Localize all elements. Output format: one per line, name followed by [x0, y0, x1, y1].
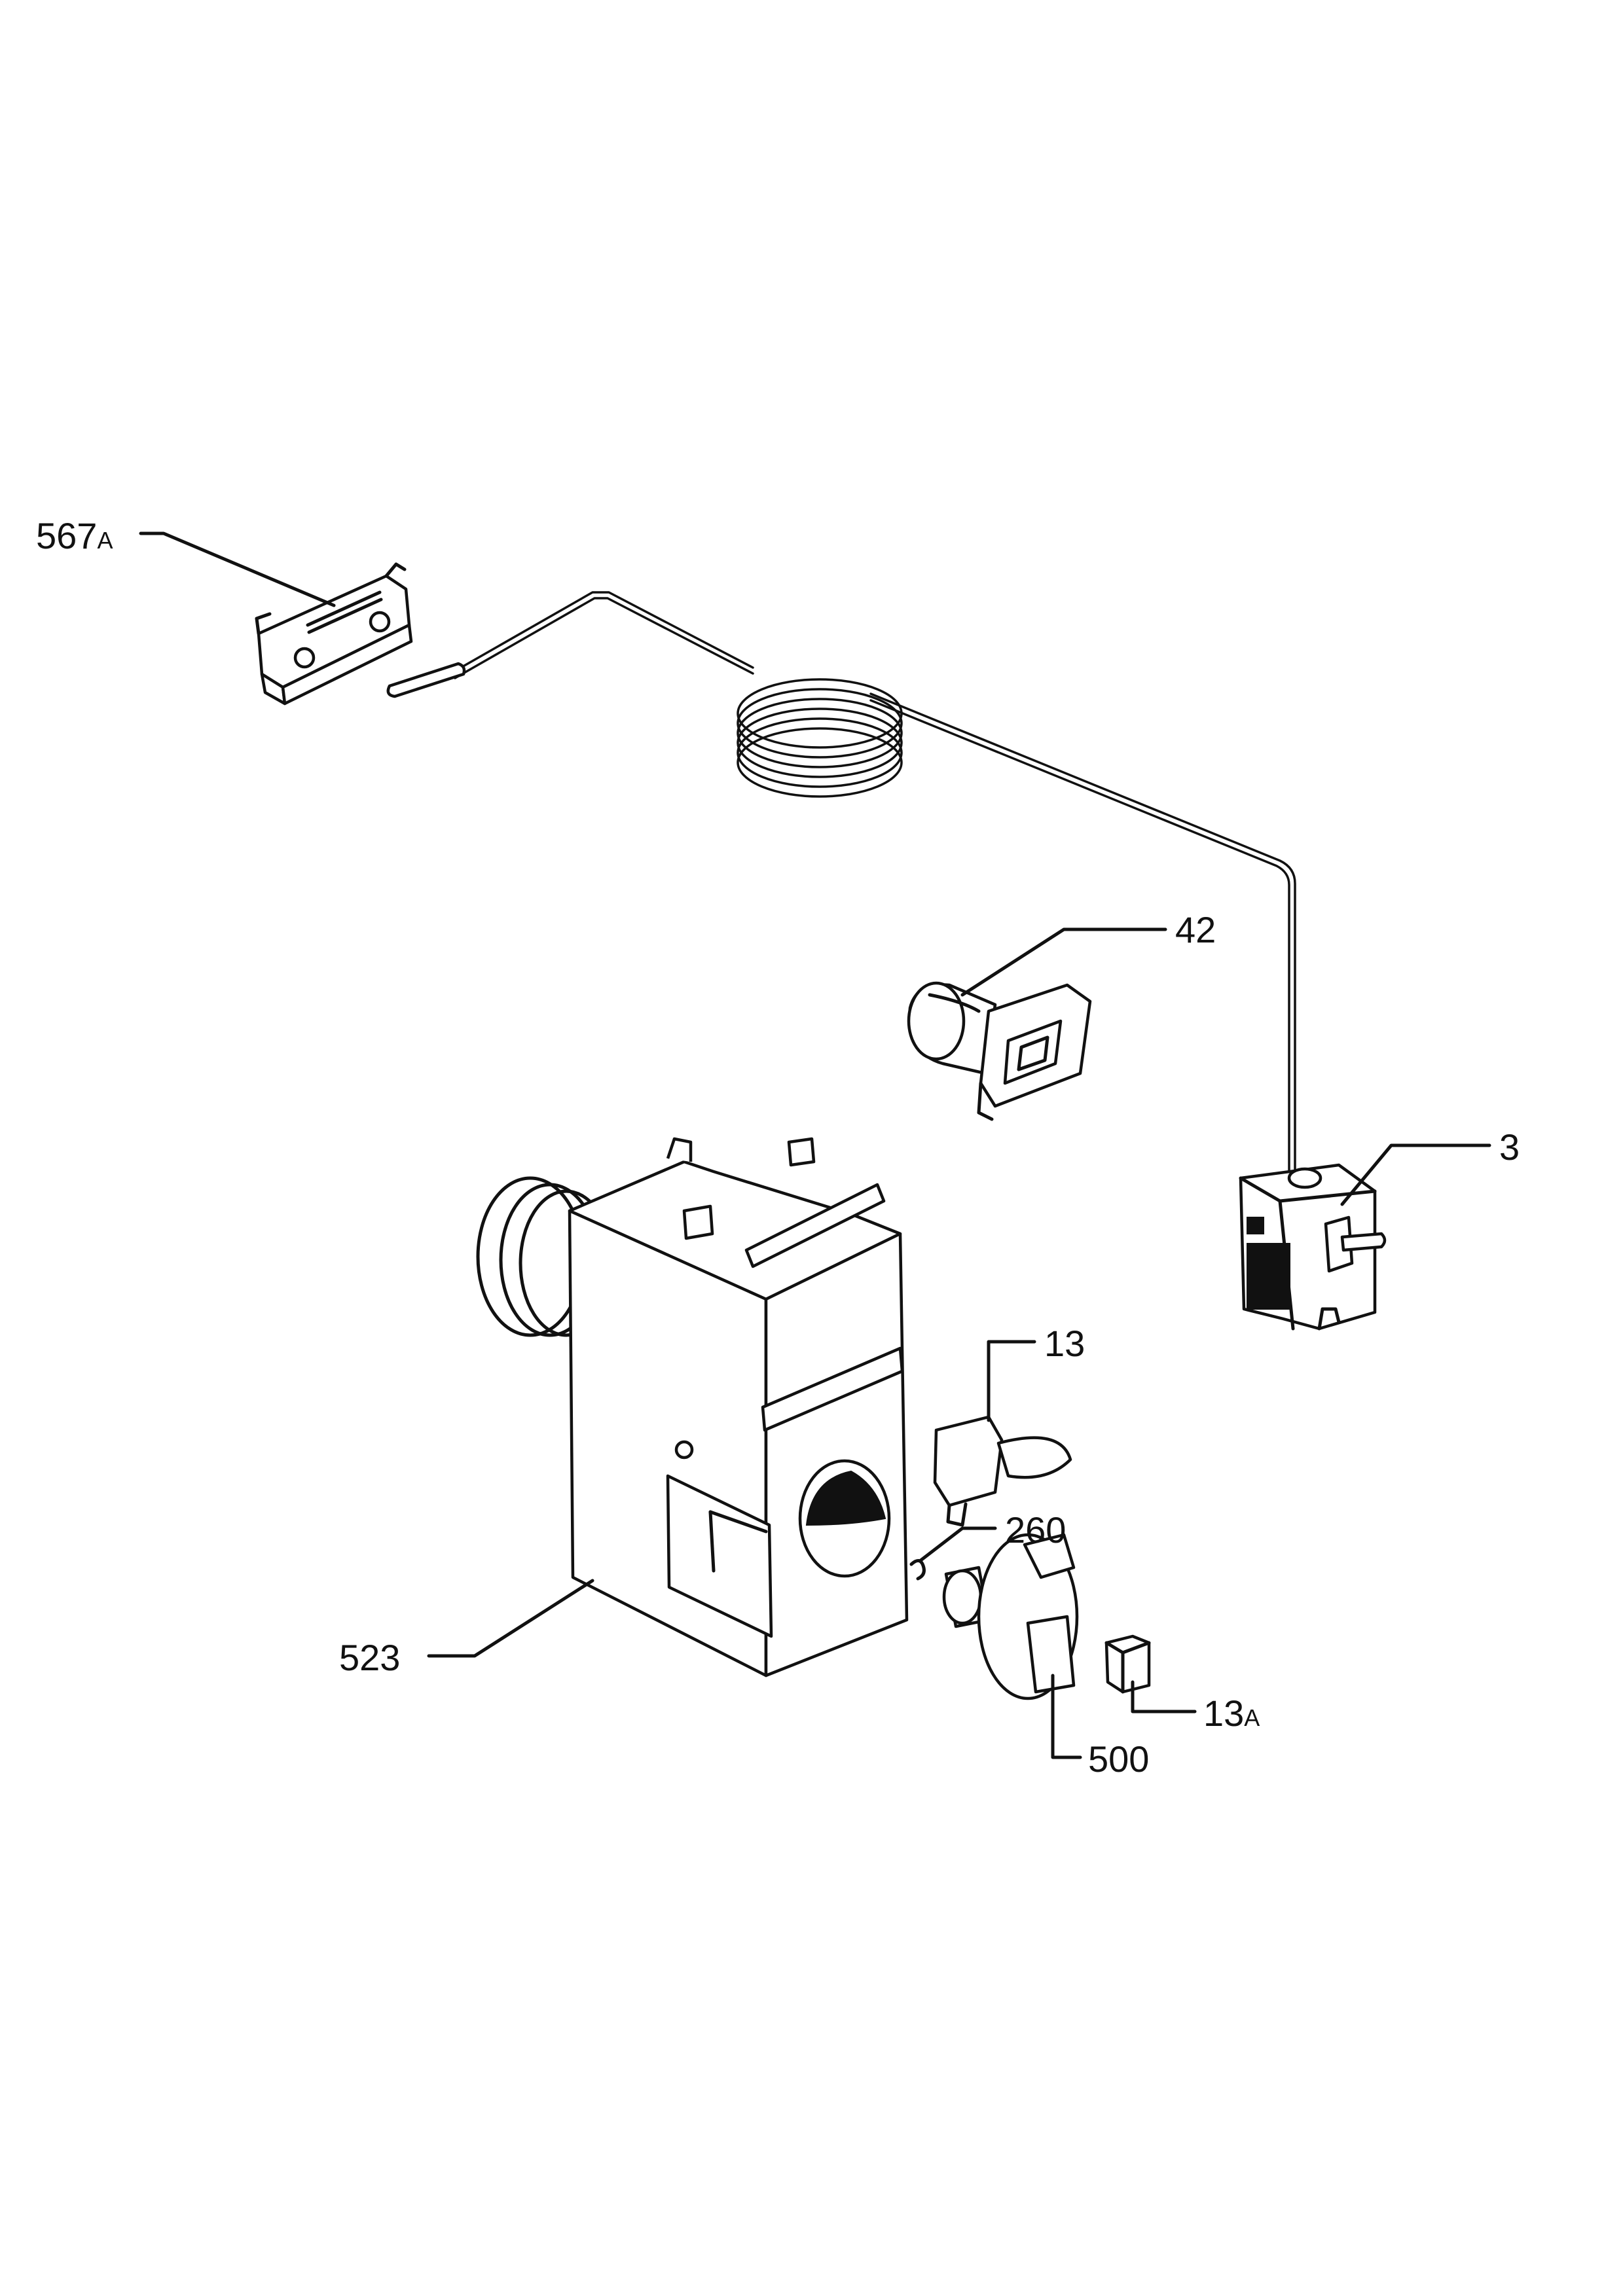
thermostat-3: [1239, 1163, 1387, 1331]
leader-13a: [1131, 1680, 1197, 1713]
lamp-holder-42: [907, 981, 1092, 1121]
leader-13: [987, 1340, 1036, 1422]
leader-260: [918, 1526, 997, 1563]
spring-260: [909, 1559, 926, 1581]
callout-labels: 567A 42 3 13 260 523 13A 500: [36, 515, 1520, 1780]
callout-567a: 567A: [36, 515, 113, 556]
leader-500: [1051, 1674, 1082, 1759]
callout-523: 523: [339, 1637, 400, 1678]
callout-260: 260: [1005, 1509, 1066, 1551]
leader-42: [960, 927, 1167, 997]
knob-500: [942, 1533, 1079, 1700]
leader-567a: [139, 531, 336, 607]
switch-13a: [1104, 1634, 1151, 1694]
leader-3: [1340, 1143, 1491, 1206]
callout-13a: 13A: [1203, 1693, 1260, 1734]
housing-523: [476, 1137, 909, 1677]
callout-42: 42: [1175, 909, 1216, 950]
callout-500: 500: [1088, 1738, 1149, 1780]
leader-523: [427, 1579, 594, 1658]
switch-13: [933, 1415, 1072, 1527]
leader-lines: [139, 531, 1491, 1759]
callout-13: 13: [1044, 1323, 1085, 1364]
probe-clip-567a: [255, 562, 413, 706]
capillary-tube: [386, 591, 1296, 1176]
callout-3: 3: [1499, 1126, 1520, 1168]
